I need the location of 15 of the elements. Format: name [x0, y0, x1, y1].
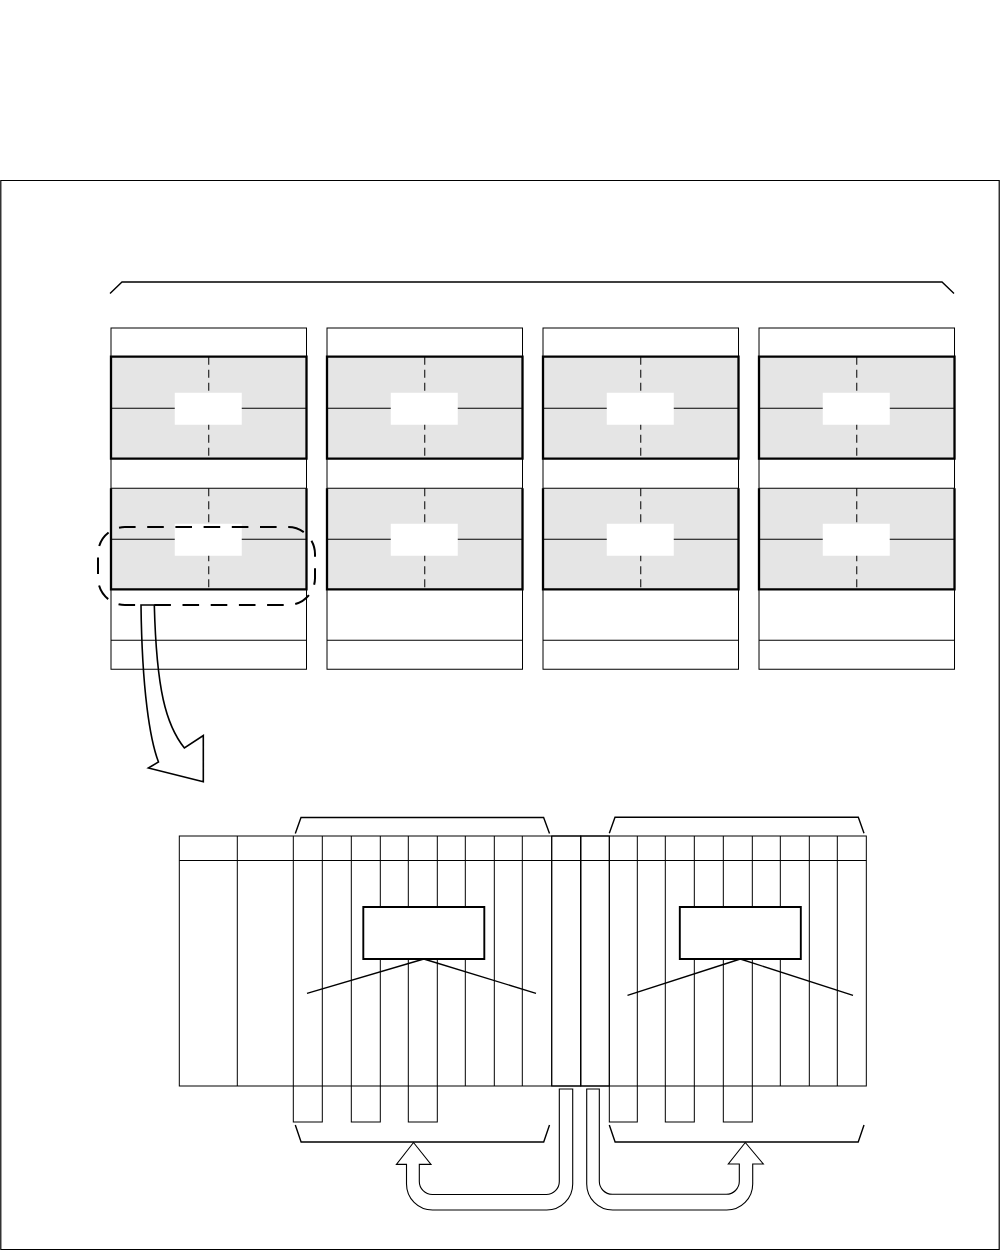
leader-line	[306, 958, 425, 994]
block-arrow	[395, 1088, 574, 1211]
table-column	[580, 835, 610, 1087]
block-arrow	[586, 1088, 764, 1211]
empty-box	[362, 906, 486, 960]
leader-line	[626, 958, 742, 996]
bracket	[294, 1124, 551, 1143]
leader-line	[423, 958, 537, 994]
empty-box	[678, 906, 802, 960]
block-arrow	[140, 604, 205, 783]
leader-line	[739, 958, 854, 996]
bracket	[608, 1124, 865, 1143]
dashed-outline	[97, 526, 316, 606]
table-column	[551, 835, 582, 1087]
table	[178, 835, 867, 1087]
